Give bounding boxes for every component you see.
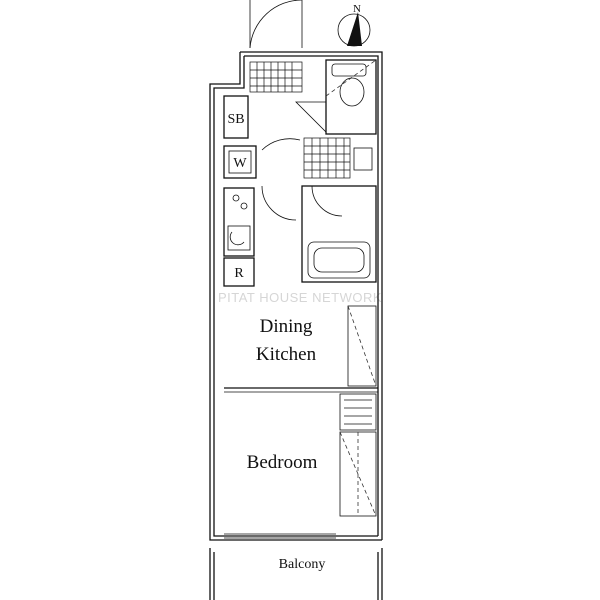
north-compass-icon: N (337, 3, 371, 47)
shoe-box-label: SB (227, 112, 244, 127)
washer-space: W (223, 145, 257, 179)
entrance-door (249, 0, 303, 49)
toilet-room (325, 59, 377, 135)
watermark-text: PITAT HOUSE NETWORK (218, 290, 382, 305)
toilet-door-swing (295, 101, 327, 133)
fridge-label: R (234, 266, 244, 281)
bedroom-label: Bedroom (247, 452, 318, 473)
kitchen-counter (223, 187, 255, 257)
dining-kitchen-closet (347, 305, 377, 387)
bathroom (301, 185, 377, 283)
washer-label: W (233, 156, 247, 171)
shoe-box: SB (223, 95, 249, 139)
balcony-sliding-door (224, 533, 336, 539)
dining-kitchen-label-line1: Dining (260, 316, 313, 337)
fridge-space: R (223, 257, 255, 287)
washroom-door-swing (261, 138, 301, 151)
balcony: Balcony (209, 548, 383, 600)
compass-label: N (353, 3, 361, 15)
entrance-tile-floor (249, 61, 303, 93)
bath-door-swing (311, 185, 343, 217)
washroom-tile-floor (303, 137, 373, 179)
bedroom-storage (339, 393, 377, 517)
dining-kitchen-label-line2: Kitchen (256, 344, 317, 365)
hall-door-swing (261, 185, 297, 221)
balcony-label: Balcony (279, 557, 326, 572)
outer-walls (209, 51, 383, 541)
